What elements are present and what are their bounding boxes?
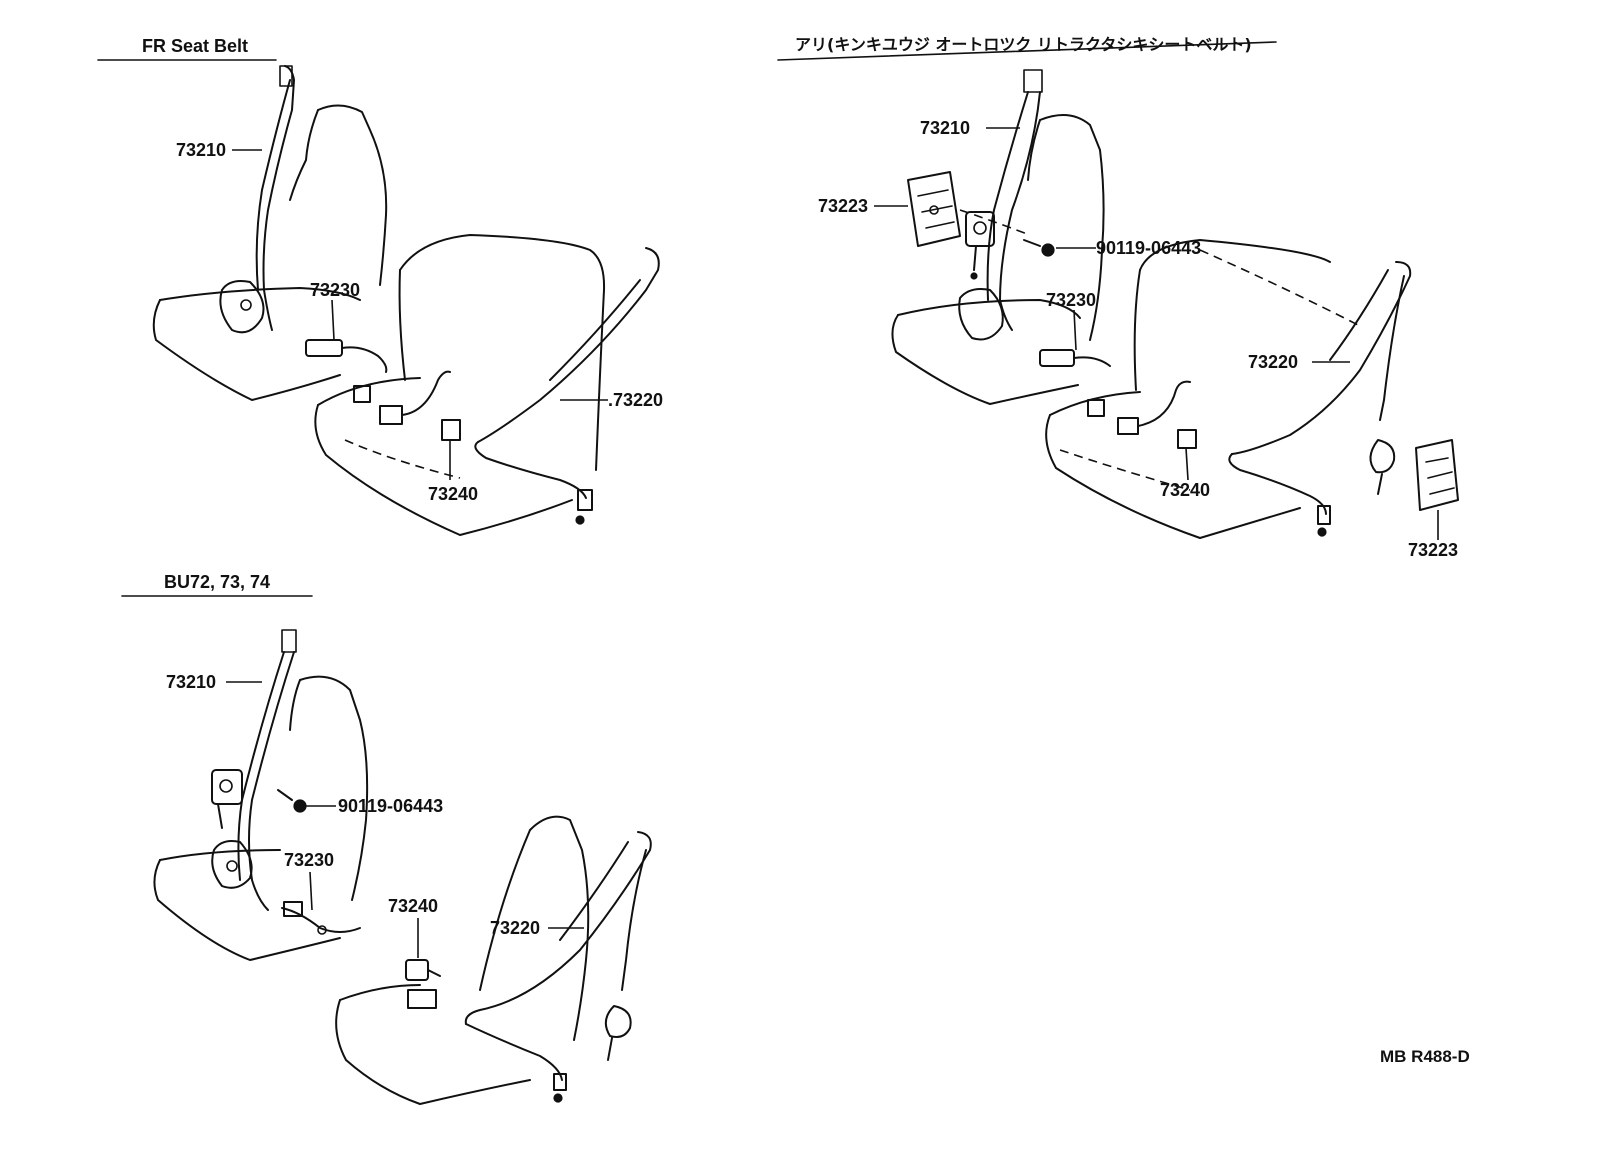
section-bu72-73-74: BU72, 73, 74 [121, 572, 652, 1105]
part-label-73223: 73223 [818, 196, 868, 216]
section-auto-lock: アリ(キンキユウジ オートロツク リトラクタシキシートベルト) [777, 35, 1459, 560]
section-title-fr: FR Seat Belt [142, 36, 248, 56]
part-label-73210: 73210 [920, 118, 970, 138]
part-label-73210: 73210 [166, 672, 216, 692]
bracket-73223-drawing [1415, 439, 1459, 511]
part-label-73240: 73240 [428, 484, 478, 504]
buckle-73240-drawing [1117, 380, 1197, 449]
buckle-73240-drawing [379, 370, 461, 441]
bolt-90119-drawing [1023, 239, 1055, 257]
bolt-90119-drawing [277, 789, 307, 813]
passenger-seat-drawing [335, 815, 590, 1105]
section-fr-seat-belt: FR Seat Belt [97, 36, 663, 536]
section-title-bu: BU72, 73, 74 [164, 572, 270, 592]
belt-73220-drawing [464, 831, 652, 1103]
driver-seat-drawing [152, 104, 388, 401]
part-label-73220: .73220 [608, 390, 663, 410]
part-label-73230: 73230 [310, 280, 360, 300]
buckle-73230-drawing [1039, 349, 1111, 417]
buckle-73230-drawing [281, 901, 361, 935]
section-title-auto-lock: アリ(キンキユウジ オートロツク リトラクタシキシートベルト) [795, 35, 1252, 54]
diagram-code: MB R488-D [1380, 1047, 1470, 1066]
belt-73210-drawing [958, 69, 1043, 341]
buckle-73240-drawing [405, 959, 441, 1009]
driver-seat-drawing [891, 114, 1105, 405]
leader [1073, 309, 1077, 351]
leader [1185, 447, 1189, 481]
bracket-73223-drawing [907, 171, 961, 247]
part-label-73210: 73210 [176, 140, 226, 160]
part-label-73230: 73230 [1046, 290, 1096, 310]
buckle-73230-drawing [305, 339, 388, 403]
belt-73210-drawing [219, 65, 295, 334]
belt-73220-drawing [474, 247, 660, 525]
belt-73220-drawing [1228, 261, 1412, 537]
leader [331, 299, 335, 341]
part-label-73230: 73230 [284, 850, 334, 870]
part-label-90119-06443: 90119-06443 [1096, 238, 1201, 258]
part-label-73240: 73240 [388, 896, 438, 916]
part-label-73220: 73220 [1248, 352, 1298, 372]
part-label-73240: 73240 [1160, 480, 1210, 500]
title-underline [777, 41, 1277, 61]
part-label-73223: 73223 [1408, 540, 1458, 560]
part-label-90119-06443: 90119-06443 [338, 796, 443, 816]
leader [309, 871, 313, 911]
driver-seat-drawing [153, 675, 369, 961]
passenger-seat-drawing [314, 234, 606, 536]
part-label-73220: 73220 [490, 918, 540, 938]
belt-73210-drawing [211, 629, 297, 911]
